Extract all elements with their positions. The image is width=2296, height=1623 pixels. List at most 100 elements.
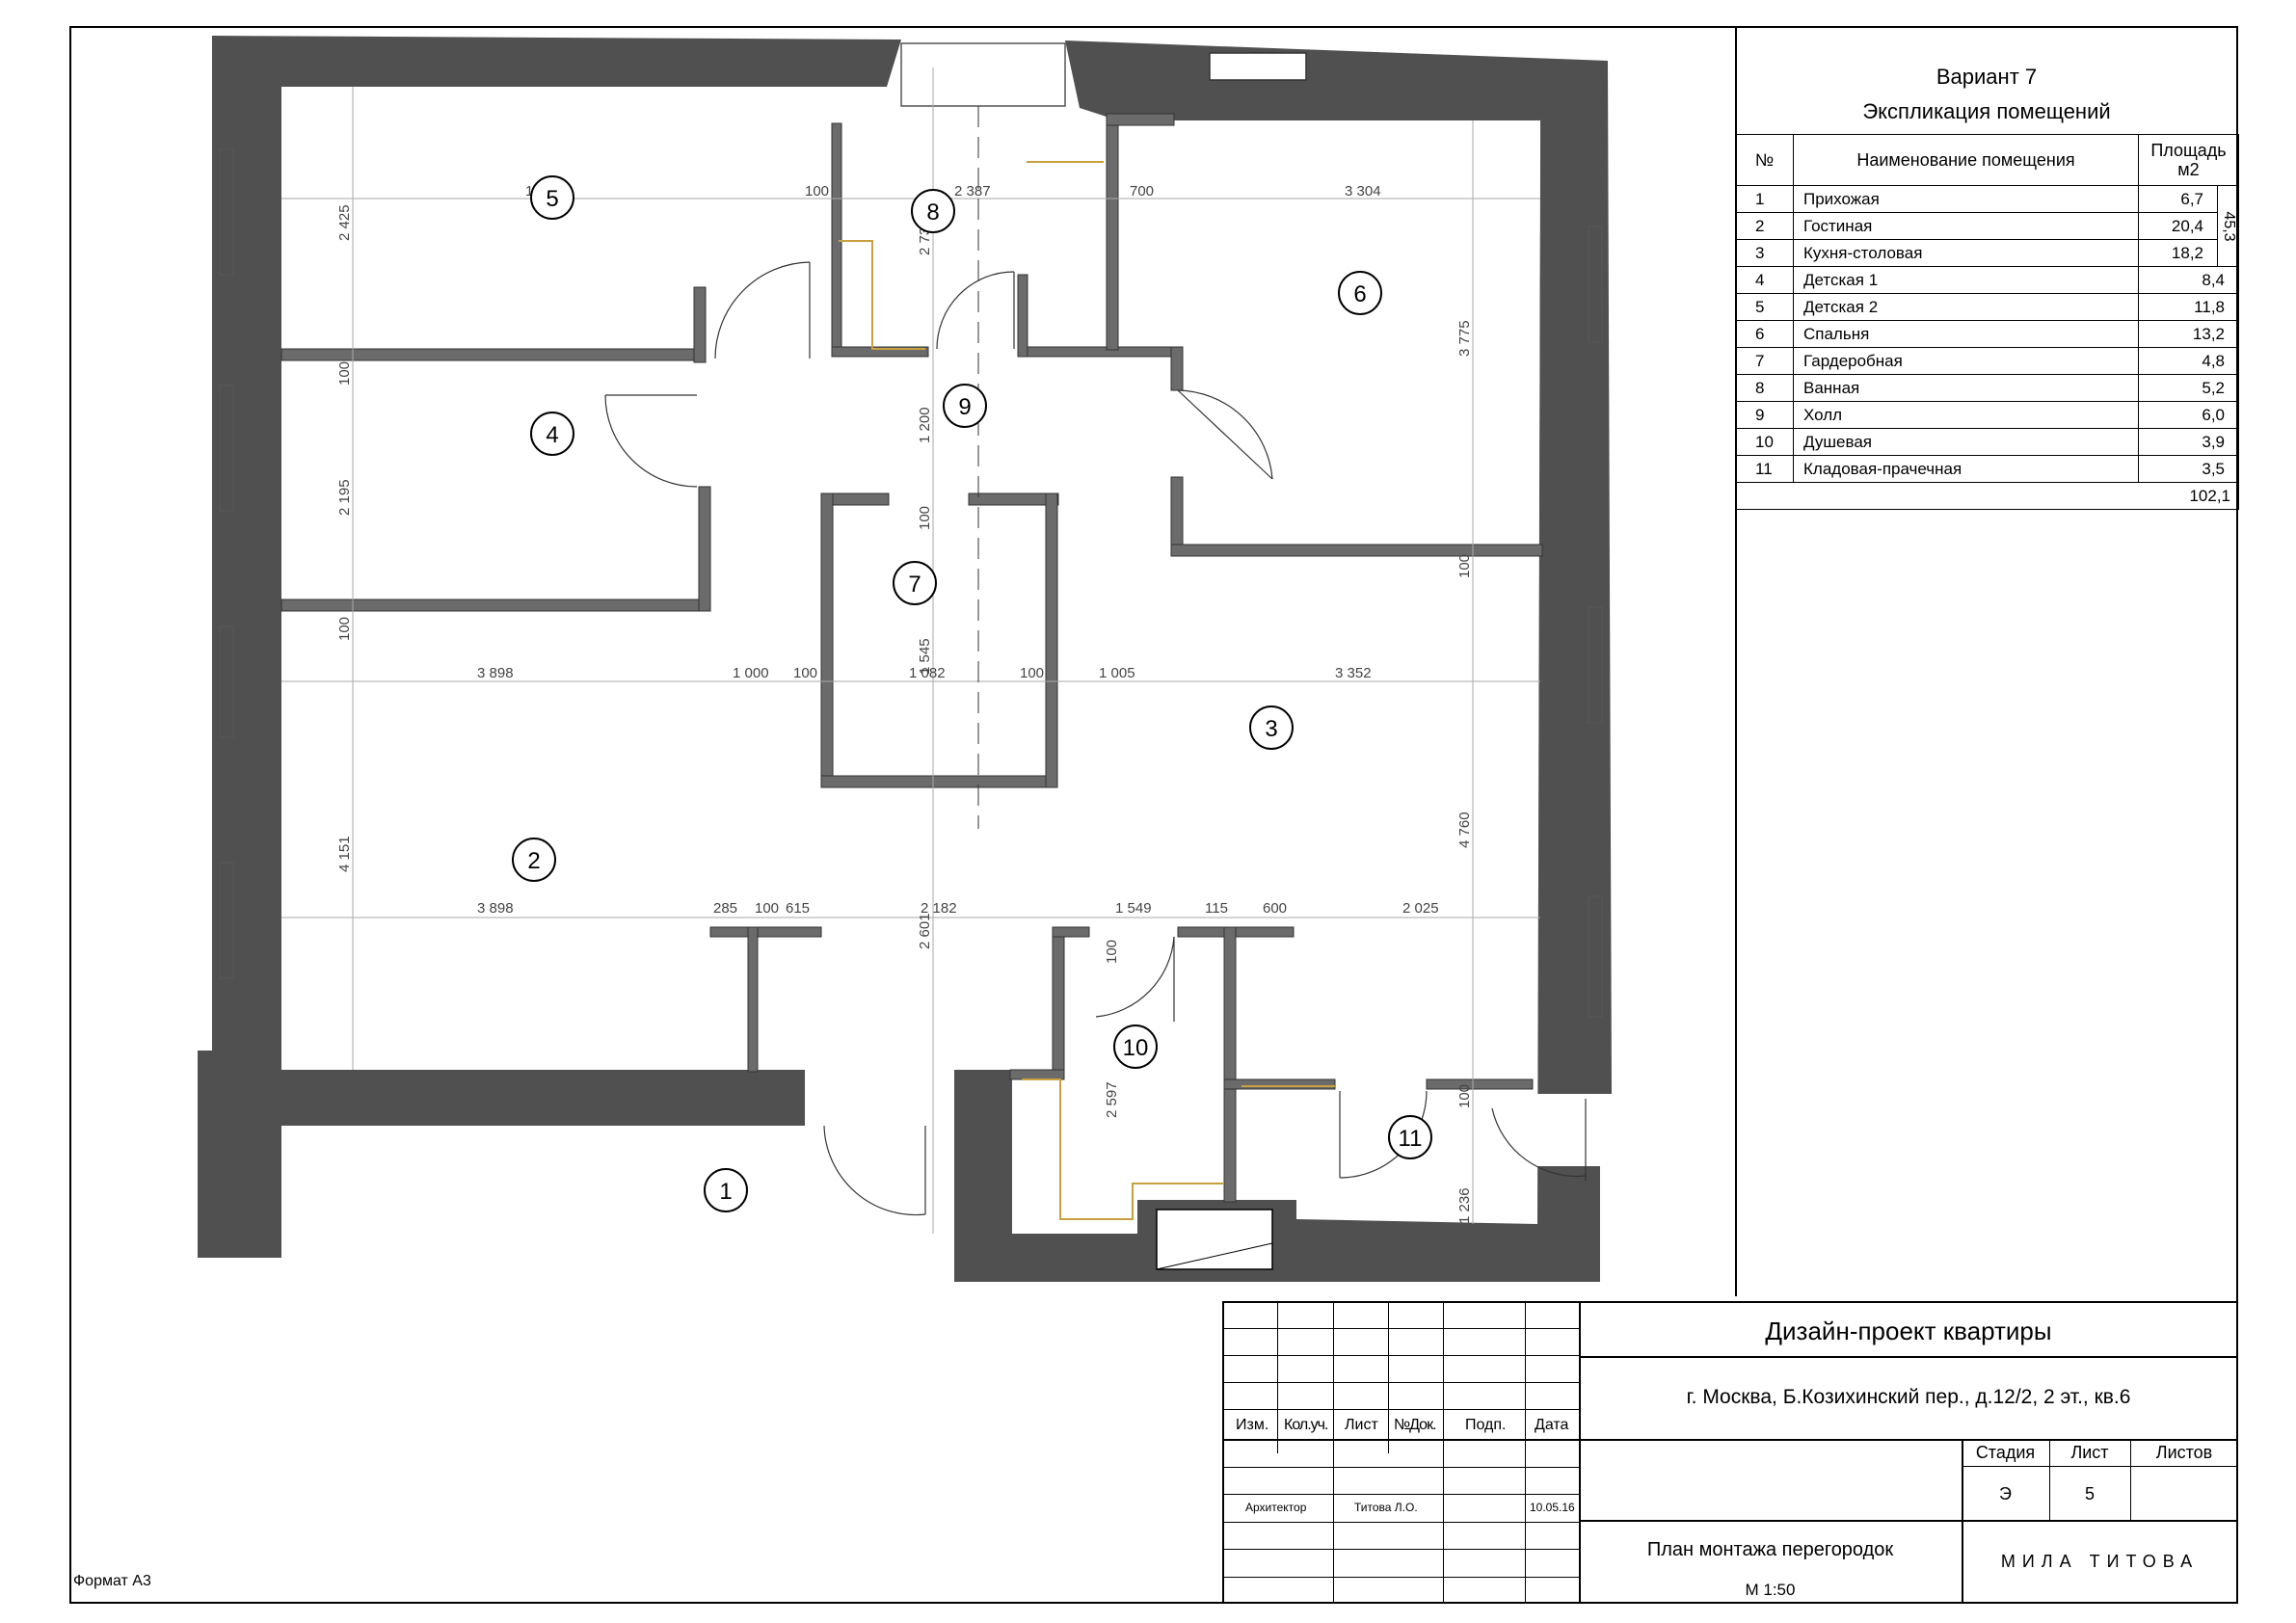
partitions bbox=[280, 113, 1543, 1203]
dim-label: 1 549 bbox=[1115, 900, 1152, 917]
wall-top-left bbox=[212, 36, 901, 357]
address: г. Москва, Б.Козихинский пер., д.12/2, 2… bbox=[1686, 1386, 2131, 1408]
dim-label: 1 082 bbox=[909, 665, 946, 681]
row-area: 6,0 bbox=[2138, 401, 2239, 429]
table-row: 11 Кладовая-прачечная 3,5 bbox=[1735, 455, 2239, 483]
person-name: Титова Л.О. bbox=[1354, 1501, 1418, 1514]
wall-right-lower bbox=[1528, 1166, 1600, 1282]
col-kol: Кол.уч. bbox=[1284, 1417, 1328, 1433]
row-area: 5,2 bbox=[2138, 374, 2239, 402]
format-label: Формат А3 bbox=[73, 1573, 151, 1589]
wall-bottom-left bbox=[281, 1070, 805, 1126]
row-name: Спальня bbox=[1793, 320, 2139, 348]
room-marker-9: 9 bbox=[943, 384, 987, 428]
dim-label: 2 73 bbox=[917, 227, 933, 255]
row-num: 5 bbox=[1735, 293, 1794, 321]
project-title: Дизайн-проект квартиры bbox=[1765, 1317, 2052, 1345]
row-name: Детская 2 bbox=[1793, 293, 2139, 321]
studio-name: МИЛА ТИТОВА bbox=[2000, 1552, 2200, 1571]
row-area: 18,2 bbox=[2138, 239, 2218, 267]
dim-label: 2 597 bbox=[1104, 1081, 1120, 1118]
table-row: 5 Детская 2 11,8 bbox=[1735, 293, 2239, 321]
row-num: 6 bbox=[1735, 320, 1794, 348]
dim-label: 285 bbox=[713, 900, 737, 917]
svg-text:7: 7 bbox=[908, 572, 921, 598]
dim-label: 3 304 bbox=[1345, 183, 1381, 200]
row-num: 9 bbox=[1735, 401, 1794, 429]
svg-text:2: 2 bbox=[527, 848, 540, 874]
dim-label: 100 bbox=[917, 506, 933, 530]
room-marker-4: 4 bbox=[530, 412, 574, 456]
row-name: Ванная bbox=[1793, 374, 2139, 402]
room-marker-7: 7 bbox=[893, 561, 937, 605]
dim-label: 1 200 bbox=[917, 407, 933, 443]
dim-label: 3 775 bbox=[1456, 320, 1473, 357]
sign-date: 10.05.16 bbox=[1530, 1501, 1575, 1514]
svg-text:10: 10 bbox=[1123, 1035, 1149, 1061]
explication-divider bbox=[1735, 26, 1737, 1296]
dim-label: 100 bbox=[793, 665, 817, 681]
table-row: 4 Детская 1 8,4 bbox=[1735, 266, 2239, 294]
dim-label: 2 387 bbox=[954, 183, 991, 200]
room-marker-11: 11 bbox=[1388, 1115, 1432, 1159]
col-date: Дата bbox=[1535, 1417, 1569, 1433]
room-marker-1: 1 bbox=[704, 1168, 748, 1212]
dim-label: 100 bbox=[336, 617, 353, 641]
dim-label: 2 425 bbox=[336, 204, 353, 241]
dim-label: 1 000 bbox=[733, 665, 769, 681]
row-area: 3,9 bbox=[2138, 428, 2239, 456]
svg-text:1: 1 bbox=[719, 1179, 732, 1205]
dimension-lines bbox=[281, 67, 1540, 1234]
windows bbox=[219, 42, 1603, 1018]
role-label: Архитектор bbox=[1245, 1501, 1307, 1514]
dim-label: 100 bbox=[805, 183, 829, 200]
dim-label: 2 195 bbox=[336, 479, 353, 516]
stage-value: Э bbox=[1999, 1484, 2012, 1503]
row-area: 20,4 bbox=[2138, 212, 2218, 240]
dim-label: 615 bbox=[786, 900, 810, 917]
col-list: Лист bbox=[1345, 1417, 1378, 1433]
dim-label: 600 bbox=[1263, 900, 1287, 917]
drawing-title: План монтажа перегородок bbox=[1646, 1539, 1894, 1560]
svg-text:5: 5 bbox=[546, 186, 558, 212]
row-name: Детская 1 bbox=[1793, 266, 2139, 294]
dim-label: 3 898 bbox=[477, 665, 514, 681]
room-markers: 1 2 3 4 5 6 7 8 9 10 11 bbox=[512, 175, 1432, 1212]
row-name: Кухня-столовая bbox=[1793, 239, 2139, 267]
svg-text:3: 3 bbox=[1265, 716, 1277, 742]
row-area: 4,8 bbox=[2138, 347, 2239, 375]
dim-label: 2 601 bbox=[917, 913, 933, 949]
scale: М 1:50 bbox=[1745, 1581, 1796, 1599]
wall-left bbox=[198, 357, 281, 1258]
svg-text:8: 8 bbox=[926, 200, 939, 226]
row-num: 3 bbox=[1735, 239, 1794, 267]
col-izm: Изм. bbox=[1236, 1417, 1269, 1433]
dim-label: 100 bbox=[336, 361, 353, 386]
row-name: Кладовая-прачечная bbox=[1793, 455, 2139, 483]
dim-label: 100 bbox=[1456, 1084, 1473, 1108]
explication-title: Экспликация помещений bbox=[1862, 99, 2111, 123]
row-num: 10 bbox=[1735, 428, 1794, 456]
row-num: 1 bbox=[1735, 185, 1794, 213]
svg-text:6: 6 bbox=[1353, 281, 1366, 307]
room-marker-6: 6 bbox=[1338, 271, 1382, 315]
wall-right bbox=[1537, 61, 1612, 1094]
table-row: 6 Спальня 13,2 bbox=[1735, 320, 2239, 348]
svg-text:4: 4 bbox=[546, 422, 558, 448]
dim-label: 100 bbox=[1456, 554, 1473, 578]
room-marker-5: 5 bbox=[530, 175, 574, 220]
dim-label: 115 bbox=[1205, 900, 1228, 917]
dim-label: 2 025 bbox=[1402, 900, 1439, 917]
col-name-header: Наименование помещения bbox=[1793, 134, 2139, 186]
dim-label: 3 898 bbox=[477, 900, 514, 917]
table-row: 8 Ванная 5,2 bbox=[1735, 374, 2239, 402]
dimension-labels: 1 955 100 2 387 700 3 304 2 425 2 73 3 7… bbox=[336, 183, 1473, 1224]
row-name: Душевая bbox=[1793, 428, 2139, 456]
row-area: 8,4 bbox=[2138, 266, 2239, 294]
dim-label: 2 182 bbox=[921, 900, 957, 917]
table-row: 2 Гостиная 20,4 bbox=[1735, 212, 2239, 240]
dim-label: 700 bbox=[1130, 183, 1154, 200]
dim-label: 100 bbox=[755, 900, 779, 917]
sheet-label: Лист bbox=[2070, 1443, 2109, 1462]
